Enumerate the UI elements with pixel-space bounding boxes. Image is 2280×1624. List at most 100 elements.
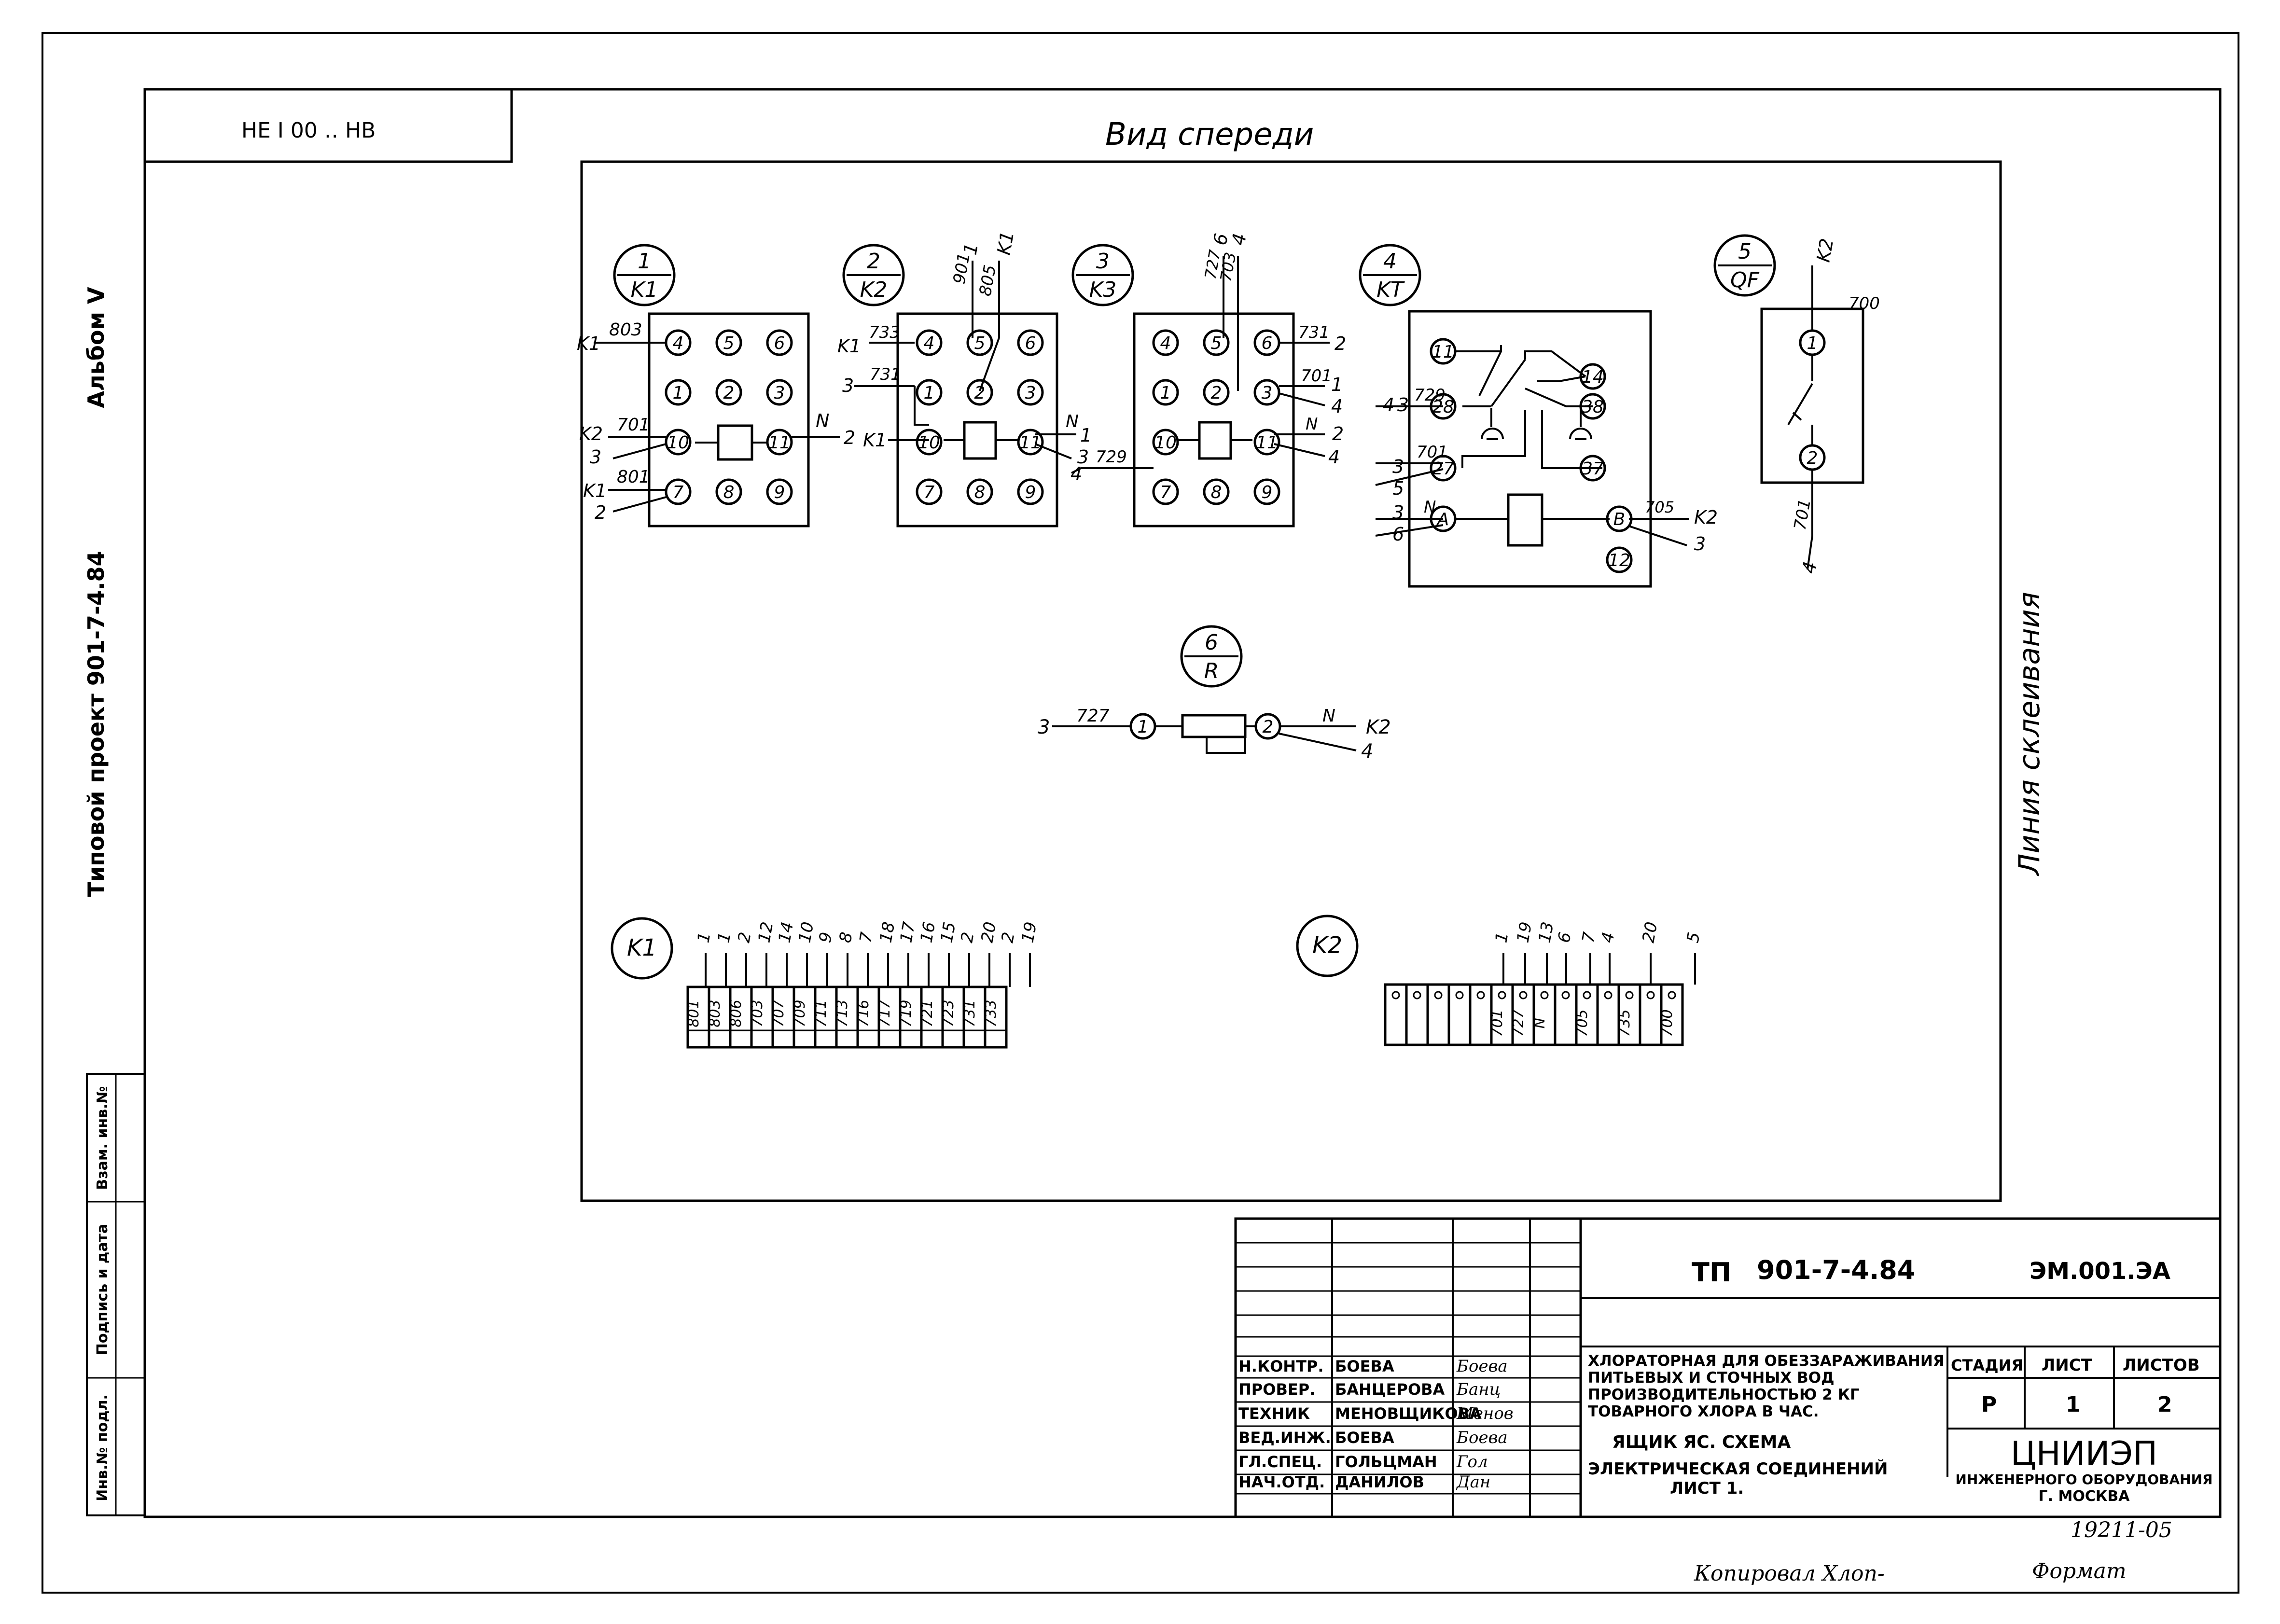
wire-n: N — [816, 410, 829, 431]
k2-lead-label: 6 — [1554, 930, 1575, 944]
k1-lead: 19 — [1018, 920, 1041, 987]
signature: Менов — [1456, 1404, 1514, 1423]
relay-1-terminal-2-label: 2 — [723, 383, 735, 403]
title-block-grid — [1236, 1242, 1581, 1495]
r-terminal-1: 1 — [1129, 713, 1156, 740]
k1-cell-label: 733 — [983, 999, 1000, 1027]
lead-4: 4 — [1361, 740, 1373, 763]
k1-cell: 707 — [770, 986, 795, 1049]
k1-lead-label: 20 — [977, 920, 1000, 944]
signature: Боева — [1456, 1428, 1508, 1447]
format-label: Формат — [2032, 1559, 2127, 1583]
stage-value: Р — [1981, 1392, 1997, 1417]
document-code: ЭМ.001.ЭА — [2030, 1258, 2170, 1285]
relay-2-terminal-11: 11 — [1017, 429, 1044, 456]
k1-cell-label: 716 — [855, 999, 872, 1027]
relay-1-terminal-1: 1 — [665, 379, 692, 406]
k1-cell: 721 — [919, 986, 944, 1049]
k1-cell: 803 — [707, 986, 732, 1049]
qf-terminal-2-label: 2 — [1807, 448, 1818, 468]
device-marker-5 — [1713, 234, 1776, 297]
wire-803: 803 — [609, 320, 642, 340]
relay-3-terminal-1: 1 — [1152, 379, 1179, 406]
relay-2-terminal-5: 5 — [966, 329, 993, 356]
sheets-label: ЛИСТОВ — [2123, 1356, 2200, 1375]
kt-terminal-5: 27 — [1430, 455, 1457, 482]
relay-1-terminal-8-label: 8 — [723, 483, 735, 502]
k1-lead-label: 15 — [937, 920, 959, 944]
project-number: 901-7-4.84 — [1757, 1255, 1915, 1285]
k2-cell — [1426, 983, 1450, 1046]
wire-700: 700 — [1849, 294, 1880, 313]
relay-1-terminal-11: 11 — [766, 429, 793, 456]
wire-n: N — [1424, 498, 1436, 517]
wire-705: 705 — [1645, 498, 1674, 516]
relay-1-terminal-4: 4 — [665, 329, 692, 356]
k2-cell-label: N — [1531, 1018, 1548, 1028]
signature: Дан — [1456, 1472, 1490, 1492]
number-below: 19211-05 — [2071, 1518, 2172, 1542]
device-5-qf: 5 QF 12 K2 700 701 4 — [1713, 234, 1880, 575]
album-label: Альбом V — [83, 287, 109, 408]
k1-cell-label: 709 — [792, 999, 808, 1027]
terminal-block-k1-marker — [611, 917, 673, 980]
relay-3-terminal-10-label: 10 — [1154, 433, 1177, 453]
k2-cell: 727 — [1510, 983, 1535, 1046]
device-code-6: R — [1204, 659, 1219, 683]
k2-lead: 1 — [1491, 930, 1513, 985]
k2-lead: 5 — [1683, 930, 1704, 985]
k1-lead: 2 — [734, 930, 755, 987]
k1-cell-label: 711 — [813, 999, 830, 1027]
k1-lead: 12 — [754, 920, 777, 987]
k1-cell-label: 801 — [685, 999, 702, 1027]
k2-cell-label: 727 — [1510, 1009, 1527, 1037]
k1-cell: 731 — [961, 986, 987, 1049]
relay-3-terminal-3: 3 — [1253, 379, 1280, 406]
k1-cell: 723 — [940, 986, 965, 1049]
role: ГЛ.СПЕЦ. — [1238, 1453, 1322, 1471]
k2-lead-label: 1 — [1491, 930, 1512, 944]
relay-3-terminal-8: 8 — [1203, 478, 1230, 505]
relay-1-terminal-11-label: 11 — [768, 433, 791, 453]
k1-lead: 14 — [775, 920, 797, 987]
qf-terminal-1: 1 — [1799, 329, 1826, 356]
k1-lead: 9 — [815, 930, 836, 987]
k1-lead-label: 2 — [957, 930, 978, 944]
wire-805: 805 — [975, 264, 1000, 298]
relay-1-terminal-3: 3 — [766, 379, 793, 406]
k1-cell: 717 — [876, 986, 902, 1049]
resistor-body — [1181, 714, 1247, 738]
k1-lead: 20 — [977, 920, 1000, 987]
wire-701: 701 — [617, 415, 650, 435]
breaker-terminals: 12 — [1799, 329, 1826, 471]
lead-4: 4 — [1070, 463, 1082, 485]
k1-cell-label: 806 — [728, 999, 745, 1027]
lead-4-right-a: 4 — [1331, 396, 1343, 417]
device-code-5: QF — [1730, 268, 1760, 292]
wire-n: N — [1306, 415, 1318, 434]
k1-cell: 719 — [898, 986, 923, 1049]
wire-731: 731 — [1298, 323, 1330, 342]
lead-3-a: 3 — [1397, 394, 1409, 416]
k2-cell — [1554, 983, 1578, 1046]
kt-terminal-1-label: 11 — [1432, 342, 1454, 362]
side-line-label: Линия склеивания — [2013, 592, 2046, 876]
inv-no-podl: Инв.№ подл. — [94, 1394, 111, 1501]
relay-2-terminal-3: 3 — [1017, 379, 1044, 406]
k1-lead-label: 19 — [1018, 920, 1041, 944]
relay-2-terminal-4: 4 — [916, 329, 943, 356]
organization-sub: ИНЖЕНЕРНОГО ОБОРУДОВАНИЯ — [1955, 1471, 2212, 1487]
relay-2-terminal-4-label: 4 — [924, 333, 935, 353]
device-code-1: K1 — [631, 278, 658, 302]
wire-701: 701 — [1790, 498, 1815, 532]
k1-lead: 1 — [714, 930, 735, 987]
relay-2-terminal-1: 1 — [916, 379, 943, 406]
relay-3-terminal-4-label: 4 — [1160, 333, 1171, 353]
sign-date: Подпись и дата — [94, 1224, 111, 1355]
